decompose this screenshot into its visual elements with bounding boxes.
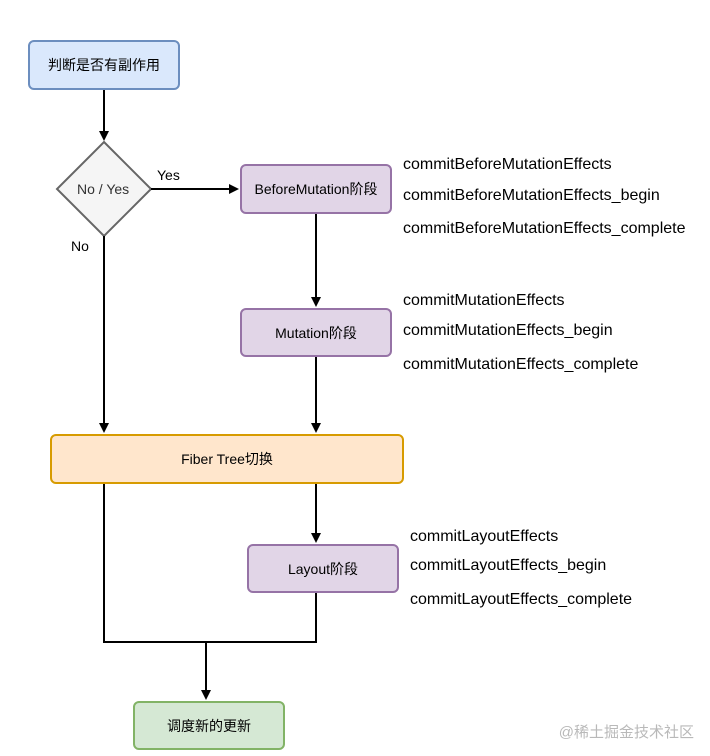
mutation-node-label: Mutation阶段 bbox=[275, 324, 357, 341]
start-node: 判断是否有副作用 bbox=[28, 40, 180, 90]
fn-layout-1: commitLayoutEffects bbox=[410, 528, 559, 545]
layout-node: Layout阶段 bbox=[247, 544, 399, 593]
mutation-node: Mutation阶段 bbox=[240, 308, 392, 357]
decision-label: No / Yes bbox=[77, 181, 130, 197]
layout-node-label: Layout阶段 bbox=[287, 560, 359, 577]
start-node-label: 判断是否有副作用 bbox=[48, 57, 160, 73]
beforemutation-node-label: BeforeMutation阶段 bbox=[254, 181, 378, 197]
fn-mutation-1: commitMutationEffects bbox=[403, 292, 565, 309]
fn-mutation-3: commitMutationEffects_complete bbox=[403, 356, 639, 373]
fn-before-mutation-1: commitBeforeMutationEffects bbox=[403, 156, 612, 173]
fn-layout-2: commitLayoutEffects_begin bbox=[410, 557, 607, 574]
fn-layout-3: commitLayoutEffects_complete bbox=[410, 591, 633, 608]
yes-edge-label: Yes bbox=[157, 167, 180, 183]
no-edge-label: No bbox=[71, 238, 89, 254]
beforemutation-node: BeforeMutation阶段 bbox=[240, 164, 392, 214]
fibertree-node: Fiber Tree切换 bbox=[50, 434, 404, 484]
connector-fibertree-to-merge bbox=[103, 484, 317, 643]
watermark: @稀土掘金技术社区 bbox=[558, 724, 694, 741]
fn-mutation-2: commitMutationEffects_begin bbox=[403, 322, 613, 339]
end-node-label: 调度新的更新 bbox=[167, 717, 251, 734]
fn-before-mutation-3: commitBeforeMutationEffects_complete bbox=[403, 220, 686, 237]
fn-before-mutation-2: commitBeforeMutationEffects_begin bbox=[403, 187, 660, 204]
fibertree-node-label: Fiber Tree切换 bbox=[181, 451, 273, 467]
end-node: 调度新的更新 bbox=[133, 701, 285, 750]
